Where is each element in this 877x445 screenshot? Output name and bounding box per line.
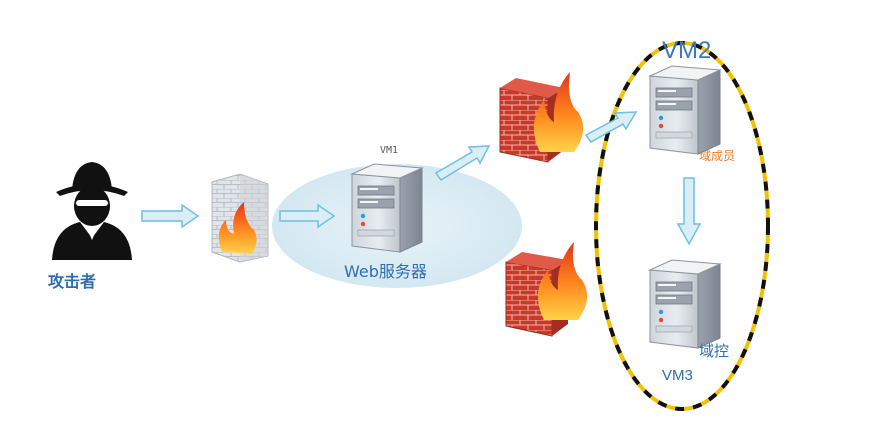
arrow-icon — [141, 203, 200, 229]
vm3-label: VM3 — [662, 367, 693, 384]
vm1-label: VM1 — [380, 145, 399, 156]
arrow-icon — [584, 111, 638, 143]
domain-controller-server-icon — [649, 259, 721, 349]
vm2-label: VM2 — [662, 37, 712, 64]
domain-member-server-icon — [649, 65, 721, 155]
web-server-icon — [351, 163, 423, 253]
arrow-icon — [434, 145, 491, 182]
domain-controller-label: 域控 — [699, 342, 730, 360]
domain-member-label: 域成员 — [699, 149, 736, 163]
firewall-icon — [499, 72, 584, 163]
web-server-label: Web服务器 — [344, 262, 427, 281]
attacker-label: 攻击者 — [48, 272, 97, 291]
firewall-icon — [505, 242, 588, 337]
internal-zone-ellipse-dash — [594, 41, 770, 411]
arrow-icon — [676, 177, 702, 246]
arrow-icon — [279, 203, 336, 229]
hacker-icon — [52, 162, 132, 260]
firewall-icon — [211, 173, 269, 263]
